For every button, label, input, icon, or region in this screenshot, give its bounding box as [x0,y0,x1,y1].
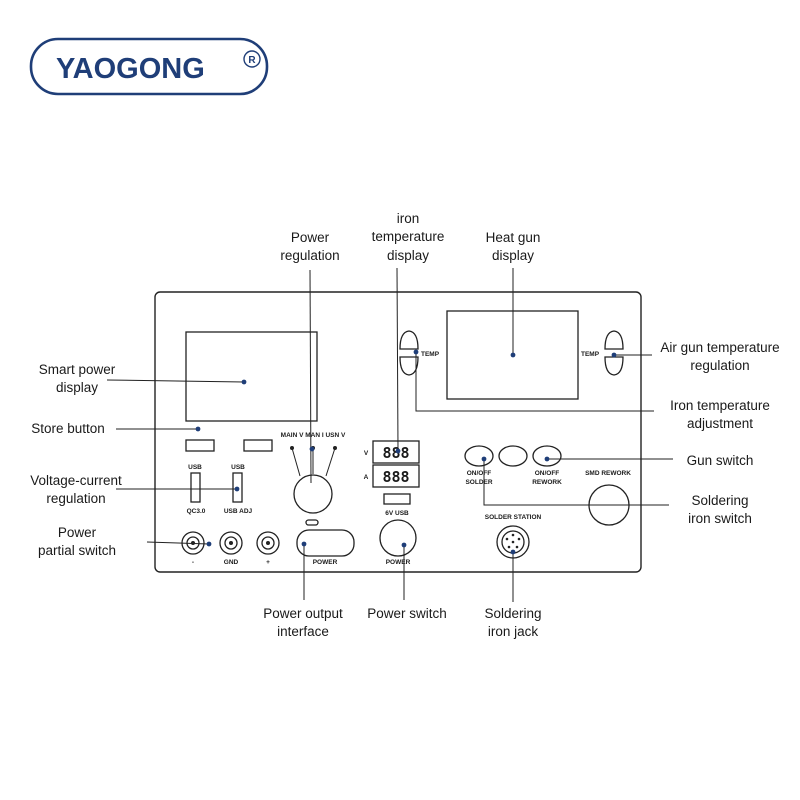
smart-power-display-screen [185,331,318,422]
temp-label-left: TEMP [421,351,440,358]
callout-smart-power-display-1: Smart power [39,362,116,377]
six-v-usb-label: 6V USB [385,510,409,517]
callout-soldering-iron-jack-1: Soldering [484,606,541,621]
temp-label-right: TEMP [581,351,600,358]
callout-power-output-1: Power output [263,606,343,621]
gun-switch[interactable] [532,445,562,467]
middle-button[interactable] [498,445,528,467]
usb-port-qc30[interactable] [190,472,201,503]
power-label-right: POWER [386,559,411,566]
power-switch[interactable] [379,519,417,557]
callout-soldering-iron-jack-2: iron jack [488,624,539,639]
air-gun-temp-up-button[interactable] [604,330,624,350]
registered-mark-circle [243,50,261,68]
onoff-rework-line1: ON/OFF [535,470,560,477]
callout-iron-temp-adjust-1: Iron temperature [670,398,770,413]
air-gun-temp-down-button[interactable] [604,356,624,376]
terminal-plus[interactable] [256,531,280,555]
callout-power-regulation-1: Power [291,230,330,245]
callout-soldering-iron-switch-1: Soldering [691,493,748,508]
mode-selector-label: MAIN V MAN I USN V [281,432,346,439]
amp-symbol: A [364,474,369,481]
power-output-interface[interactable] [296,529,355,557]
qc30-label: QC3.0 [187,508,206,515]
callout-power-output-2: interface [277,624,329,639]
callout-power-switch: Power switch [367,606,447,621]
logo-text: YAOGONG [56,53,205,85]
callout-air-gun-temp-1: Air gun temperature [660,340,779,355]
onoff-rework-line2: REWORK [532,479,562,486]
brand-logo: YAOGONG R [29,37,269,96]
registered-mark: R [248,55,256,66]
callout-store-button: Store button [31,421,105,436]
smd-rework-label: SMD REWORK [585,470,631,477]
store-button-left[interactable] [185,439,215,452]
terminal-minus-label: - [192,559,194,566]
terminal-plus-label: + [266,559,270,566]
callout-voltage-current-1: Voltage-current [30,473,122,488]
usb-label-right: USB [231,464,245,471]
callout-power-partial-switch-1: Power [58,525,97,540]
voltage-digits: 888 [382,444,409,462]
callout-soldering-iron-switch-2: iron switch [688,511,752,526]
terminal-gnd[interactable] [219,531,243,555]
callout-air-gun-temp-2: regulation [690,358,749,373]
soldering-iron-switch[interactable] [464,445,494,467]
power-label-left: POWER [313,559,338,566]
solder-station-label: SOLDER STATION [485,514,542,521]
callout-gun-switch: Gun switch [687,453,754,468]
onoff-solder-line2: SOLDER [465,479,492,486]
callout-iron-temp-display-1: iron [397,211,420,226]
onoff-solder-line1: ON/OFF [467,470,492,477]
callout-iron-temp-adjust-2: adjustment [687,416,753,431]
callout-voltage-current-2: regulation [46,491,105,506]
power-output-indicator [305,519,319,526]
callout-power-partial-switch-2: partial switch [38,543,116,558]
six-v-usb-port[interactable] [383,493,411,505]
callout-power-regulation-2: regulation [280,248,339,263]
usb-label-left: USB [188,464,202,471]
usb-adj-label: USB ADJ [224,508,253,515]
callout-iron-temp-display-2: temperature [372,229,445,244]
anchor-dots [195,349,617,555]
callout-smart-power-display-2: display [56,380,98,395]
current-digits: 888 [382,468,409,486]
logo-frame [29,37,269,96]
power-regulation-knob[interactable] [293,474,333,514]
callout-heat-gun-display-2: display [492,248,534,263]
store-button-right[interactable] [243,439,273,452]
iron-temp-down-button[interactable] [399,356,419,376]
callout-heat-gun-display-1: Heat gun [486,230,541,245]
volt-symbol: V [364,450,369,457]
callout-labels: Smart power display Store button Voltage… [30,211,779,639]
current-display [372,464,420,488]
iron-temp-up-button[interactable] [399,330,419,350]
terminal-gnd-label: GND [224,559,239,566]
callout-iron-temp-display-3: display [387,248,429,263]
